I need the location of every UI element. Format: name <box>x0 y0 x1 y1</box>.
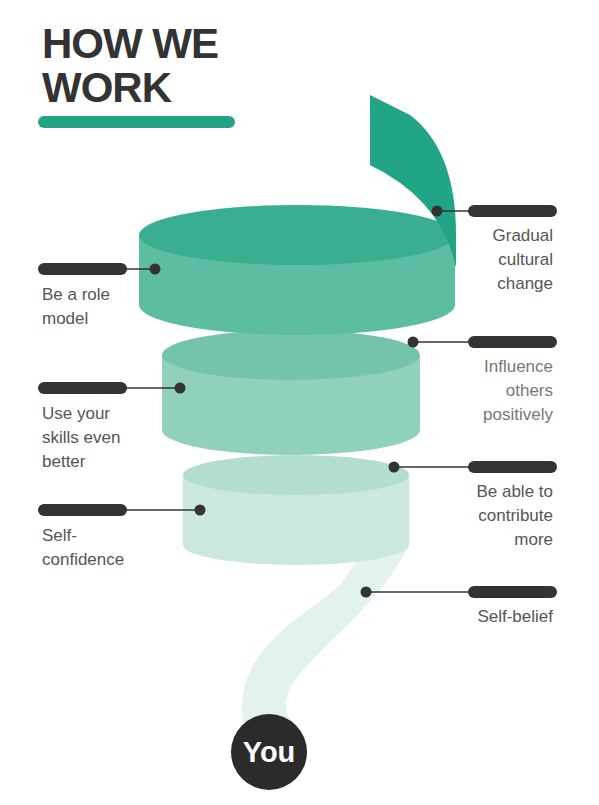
leader-line <box>413 341 470 343</box>
callout-label: Gradual cultural change <box>453 224 553 296</box>
callout-bar <box>38 504 127 516</box>
callout-dot <box>150 264 161 275</box>
ribbon-front <box>139 235 455 335</box>
ribbon-end <box>370 95 456 268</box>
leader-line <box>125 509 200 511</box>
callout-bar <box>468 586 557 598</box>
callout-bar <box>38 382 127 394</box>
callout-label: Self-belief <box>453 605 553 629</box>
callout-dot <box>432 206 443 217</box>
circle-node: You <box>231 714 307 790</box>
callout-label: Influence others positively <box>453 355 553 427</box>
leader-line <box>394 466 470 468</box>
diagram-title: HOW WE WORK <box>42 22 257 110</box>
callout-bar <box>468 461 557 473</box>
ribbon-tail <box>242 545 408 722</box>
node-text: You <box>243 736 296 769</box>
callout-bar <box>38 263 127 275</box>
callout-label: Be a role model <box>42 283 142 331</box>
ribbon-front <box>183 475 409 565</box>
leader-line <box>366 591 470 593</box>
callout-bar <box>468 205 557 217</box>
callout-dot <box>195 505 206 516</box>
callout-dot <box>408 337 419 348</box>
title-underline <box>38 116 235 128</box>
leader-line <box>125 387 180 389</box>
callout-dot <box>389 462 400 473</box>
callout-label: Self-confidence <box>42 524 142 572</box>
callout-label: Be able to contribute more <box>453 480 553 552</box>
callout-dot <box>175 383 186 394</box>
ribbon-front <box>162 355 420 455</box>
callout-dot <box>361 587 372 598</box>
callout-label: Use your skills even better <box>42 402 142 474</box>
callout-bar <box>468 336 557 348</box>
